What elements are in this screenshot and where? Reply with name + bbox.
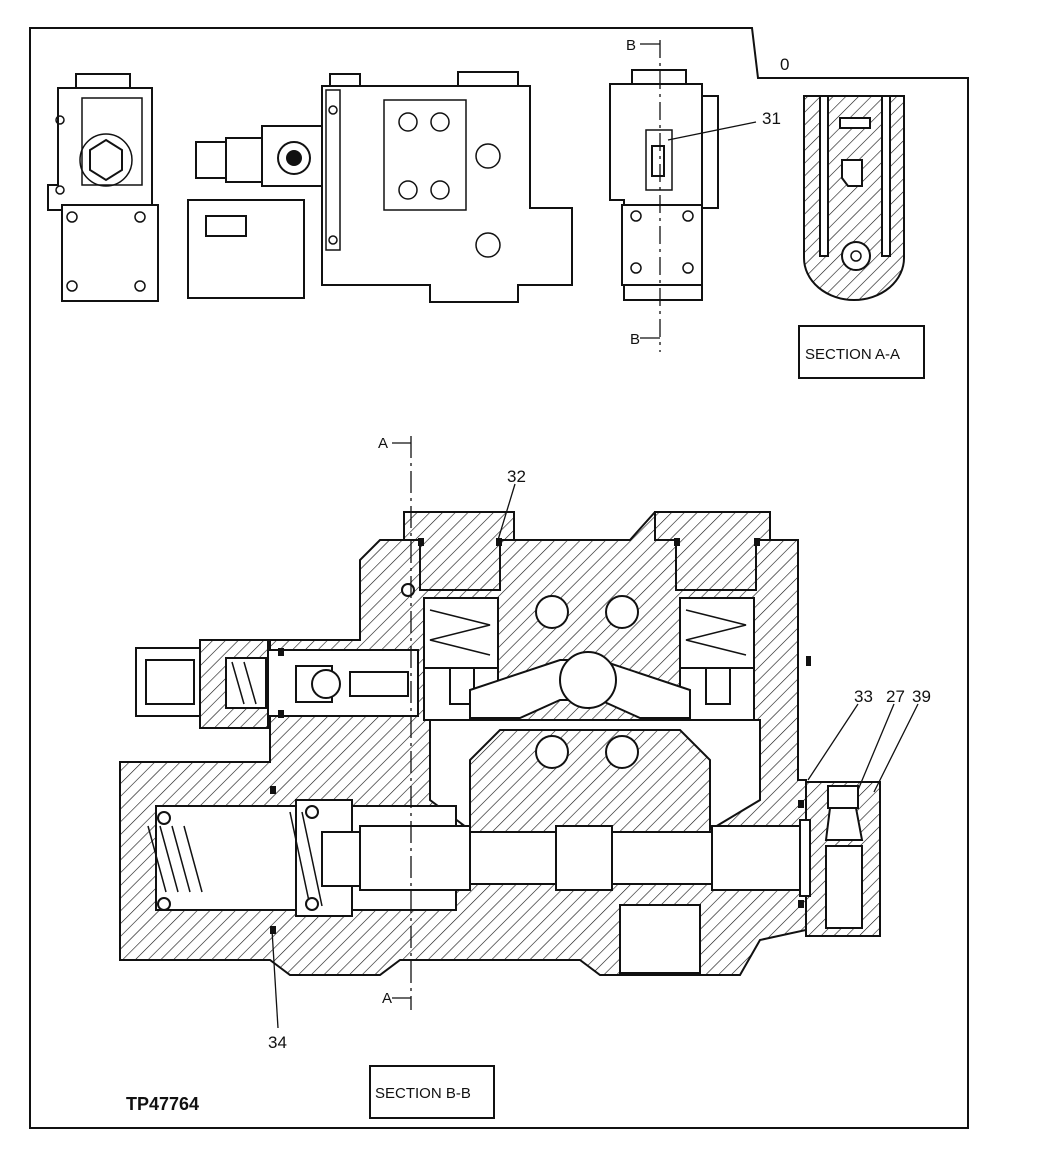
section-b-b-view [119,436,919,1029]
label-32: 32 [507,467,526,486]
section-a-a-view [803,95,905,301]
drawing-border [29,27,969,1129]
front-view [187,71,573,303]
label-b-bottom: B [630,331,640,348]
side-view [609,40,757,352]
section-b-b-label: SECTION B-B [375,1085,471,1102]
label-27: 27 [886,687,905,706]
label-33: 33 [854,687,873,706]
label-31: 31 [762,109,781,128]
label-34: 34 [268,1033,287,1052]
section-a-a-label: SECTION A-A [805,346,900,363]
figure-id: TP47764 [126,1094,199,1114]
label-a-top: A [378,435,388,452]
label-zero: 0 [780,55,789,74]
label-a-bottom: A [382,990,392,1007]
label-b-top: B [626,37,636,54]
label-39: 39 [912,687,931,706]
section-b-b-box [369,1065,495,1119]
left-end-view [47,73,159,302]
section-a-a-box [798,325,925,379]
